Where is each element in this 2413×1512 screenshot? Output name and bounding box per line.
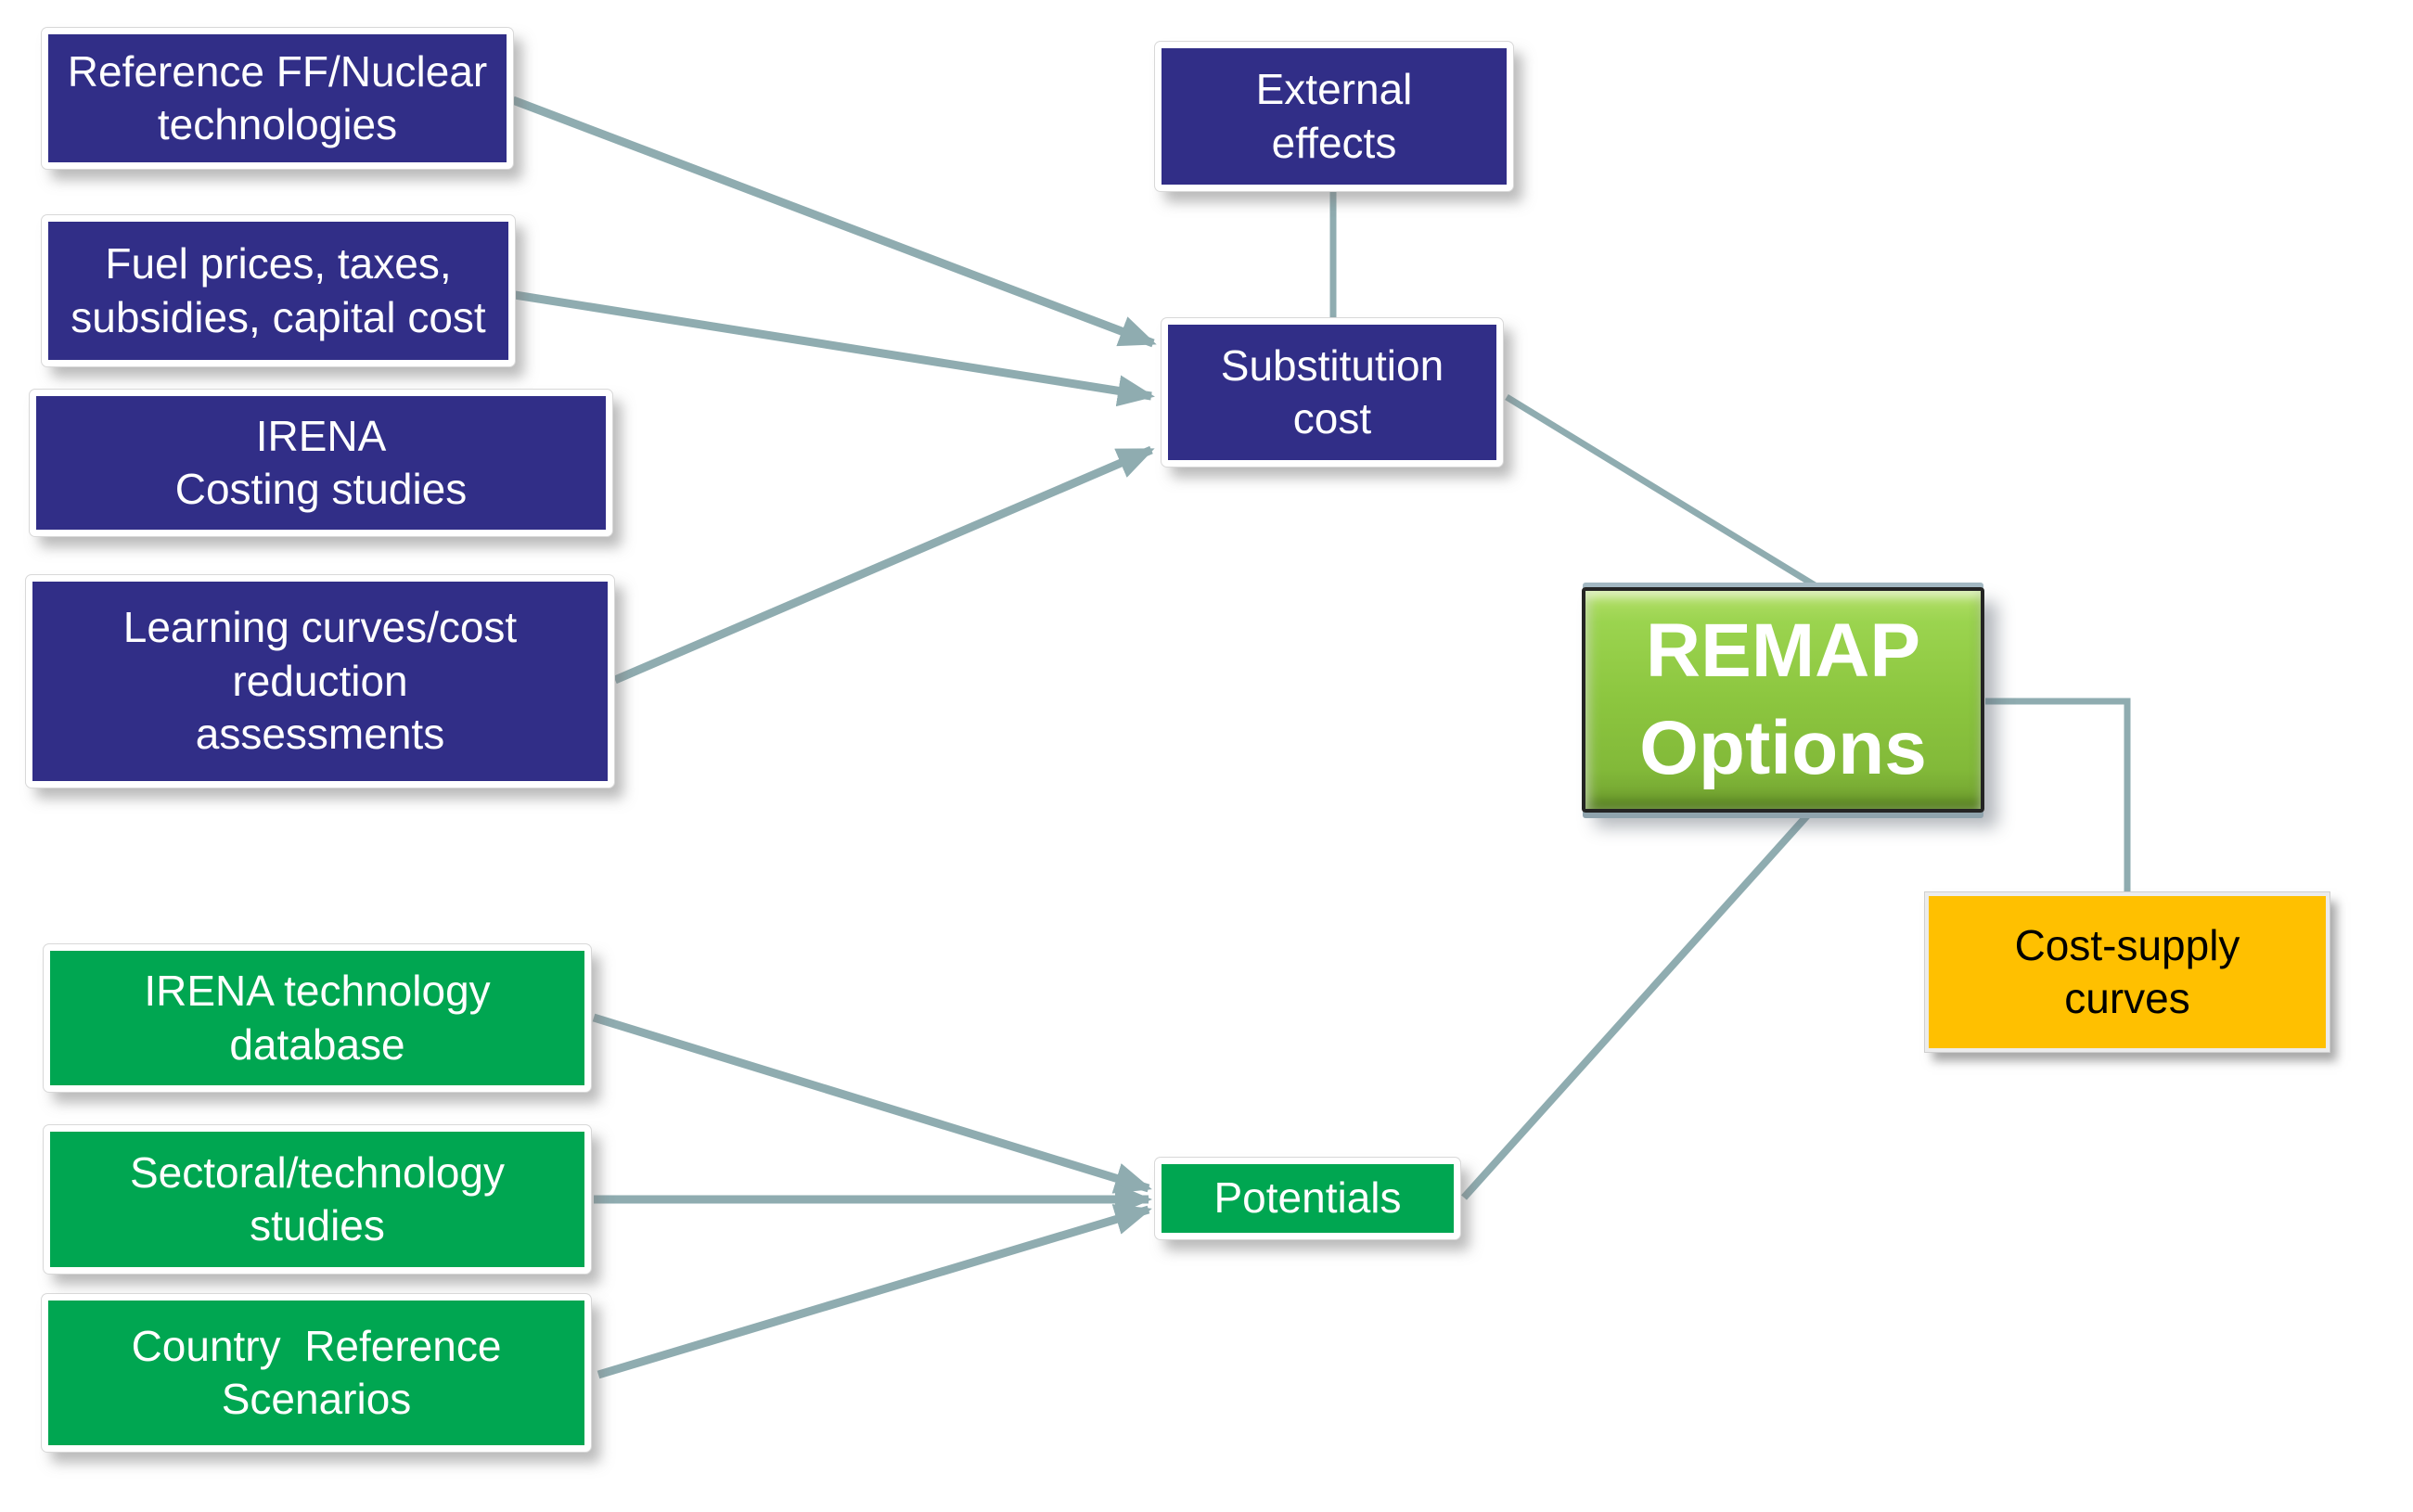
edge-irena-tech-db-to-potentials (592, 1013, 1152, 1194)
node-remap-options-label: REMAP Options (1639, 608, 1927, 790)
node-fuel-prices-label: Fuel prices, taxes, subsidies, capital c… (71, 239, 486, 341)
node-sectoral-technology-studies-label: Sectoral/technology studies (129, 1147, 506, 1250)
node-potentials: Potentials (1155, 1158, 1460, 1239)
edge-potentials-to-remap-options (1461, 811, 1812, 1200)
node-substitution-cost: Substitution cost (1162, 318, 1503, 467)
node-irena-costing-studies: IRENA Costing studies (30, 390, 612, 536)
edge-substitution-cost-to-remap-options (1505, 394, 1826, 594)
node-irena-technology-database: IRENA technology database (44, 944, 591, 1092)
node-learning-curves: Learning curves/cost reduction assessmen… (26, 575, 614, 788)
node-learning-curves-label: Learning curves/cost reduction assessmen… (122, 603, 518, 759)
edge-reference-to-substitution-cost (511, 96, 1157, 348)
node-country-reference-scenarios-label: Country Reference Scenarios (131, 1321, 502, 1424)
node-irena-costing-studies-label: IRENA Costing studies (174, 411, 468, 514)
node-country-reference-scenarios: Country Reference Scenarios (42, 1294, 591, 1452)
node-potentials-label: Potentials (1213, 1173, 1402, 1223)
node-substitution-cost-label: Substitution cost (1220, 340, 1444, 443)
node-fuel-prices: Fuel prices, taxes, subsidies, capital c… (42, 215, 515, 366)
edge-fuel-prices-to-substitution-cost (514, 290, 1155, 407)
node-sectoral-technology-studies: Sectoral/technology studies (44, 1125, 591, 1274)
node-external-effects-label: External effects (1255, 65, 1413, 167)
node-reference-ff-nuclear-label: Reference FF/Nuclear technologies (67, 46, 488, 149)
node-cost-supply-curves-label: Cost-supply curves (2014, 920, 2240, 1023)
node-cost-supply-curves: Cost-supply curves (1925, 892, 2330, 1052)
node-remap-options: REMAP Options (1582, 587, 1984, 813)
node-irena-technology-database-label: IRENA technology database (144, 967, 491, 1069)
edge-remap-options-to-cost-supply-curves (1985, 698, 2131, 891)
node-external-effects: External effects (1155, 42, 1513, 191)
edge-country-ref-to-potentials (597, 1204, 1152, 1379)
edge-learning-curves-to-substitution-cost (613, 445, 1155, 685)
node-reference-ff-nuclear: Reference FF/Nuclear technologies (42, 28, 513, 169)
